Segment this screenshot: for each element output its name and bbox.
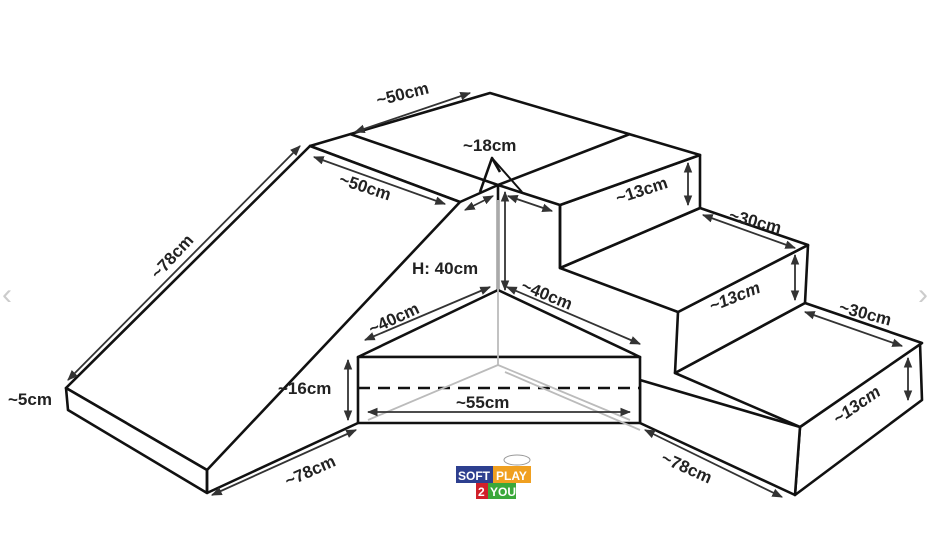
dimension-arrows (67, 92, 913, 498)
label-triangle-height: ~16cm (278, 379, 331, 398)
label-height: H: 40cm (412, 259, 478, 278)
label-base-left: ~78cm (282, 452, 339, 491)
logo-play: PLAY (496, 469, 527, 483)
logo-soft: SOFT (458, 469, 491, 483)
label-notch: ~18cm (463, 136, 516, 155)
steps-block (558, 153, 924, 497)
label-top-width: ~50cm (374, 79, 430, 110)
next-image-chevron-icon[interactable]: › (918, 278, 928, 311)
label-triangle-base: ~55cm (456, 393, 509, 412)
previous-image-chevron-icon[interactable]: ‹ (2, 278, 12, 311)
soft-play-2-you-logo: SOFT PLAY 2 YOU (456, 454, 531, 499)
logo-two: 2 (478, 485, 485, 499)
label-slide-thickness: ~5cm (8, 390, 52, 409)
logo-you: YOU (490, 485, 516, 499)
